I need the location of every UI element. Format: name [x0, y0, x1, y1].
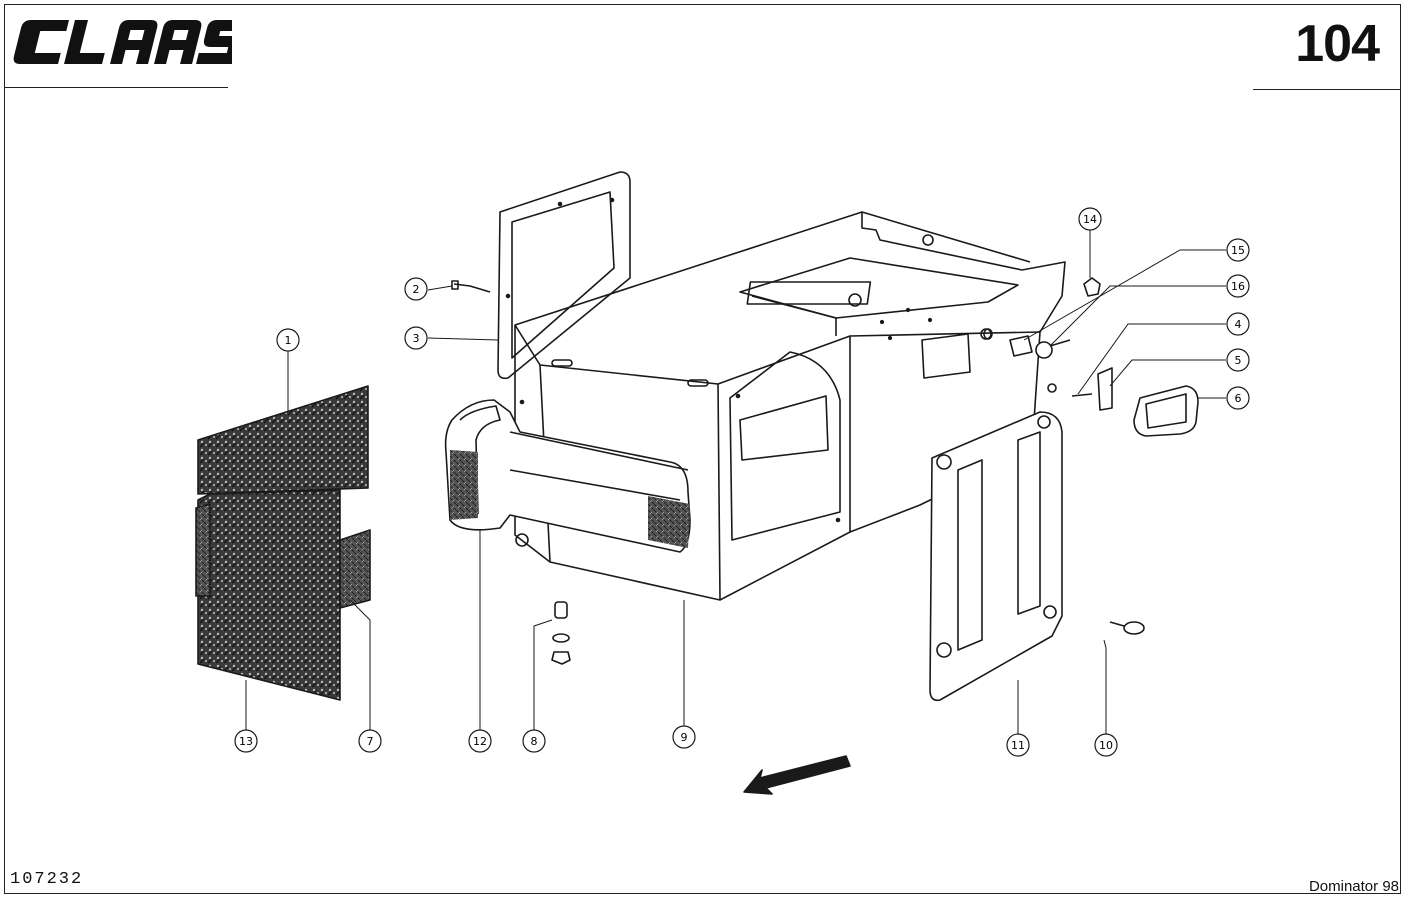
- part-8-bolt: [551, 601, 571, 665]
- callout-13: 13: [234, 729, 258, 753]
- svg-text:14: 14: [1083, 213, 1097, 226]
- part-4-screw: [1047, 383, 1093, 397]
- svg-text:10: 10: [1099, 739, 1113, 752]
- part-12-handle: [444, 399, 691, 553]
- svg-text:2: 2: [413, 283, 420, 296]
- drawing-number: 107232: [10, 870, 84, 889]
- callout-5: 5: [1226, 348, 1250, 372]
- svg-text:1: 1: [285, 334, 292, 347]
- callout-15: 15: [1226, 238, 1250, 262]
- svg-text:7: 7: [367, 735, 374, 748]
- callouts: 1 2 3 4 5 6 7 8 9 10 11 12 13 14 15 16: [234, 207, 1250, 757]
- svg-text:9: 9: [681, 731, 688, 744]
- part-5-bracket: [1097, 367, 1113, 411]
- part-9-housing: [514, 211, 1066, 601]
- callout-2: 2: [404, 277, 428, 301]
- header-rule-left: [4, 87, 228, 88]
- callout-12: 12: [468, 729, 492, 753]
- callout-9: 9: [672, 725, 696, 749]
- callout-8: 8: [522, 729, 546, 753]
- direction-arrow: [743, 755, 851, 795]
- part-11-cover-plate: [929, 411, 1063, 702]
- page-number: 104: [1295, 15, 1380, 73]
- svg-text:3: 3: [413, 332, 420, 345]
- part-6-lamp: [1133, 385, 1199, 437]
- callout-1: 1: [276, 328, 300, 352]
- model-name: Dominator 98: [1308, 878, 1399, 895]
- svg-text:8: 8: [531, 735, 538, 748]
- svg-text:13: 13: [239, 735, 253, 748]
- svg-text:5: 5: [1235, 354, 1242, 367]
- callout-14: 14: [1078, 207, 1102, 231]
- svg-text:6: 6: [1235, 392, 1242, 405]
- callout-4: 4: [1226, 312, 1250, 336]
- svg-text:16: 16: [1231, 280, 1245, 293]
- part-3-frame-panel: [497, 171, 631, 380]
- callout-10: 10: [1094, 733, 1118, 757]
- claas-logo: [13, 20, 232, 64]
- callout-11: 11: [1006, 733, 1030, 757]
- callout-16: 16: [1226, 274, 1250, 298]
- callout-3: 3: [404, 326, 428, 350]
- svg-text:15: 15: [1231, 244, 1245, 257]
- part-1-mat: [195, 385, 369, 701]
- part-15-lock: [983, 328, 1071, 359]
- header-rule-right: [1253, 89, 1401, 90]
- svg-text:4: 4: [1235, 318, 1242, 331]
- callout-7: 7: [358, 729, 382, 753]
- page-frame: [4, 4, 1401, 894]
- part-2-screw: [451, 280, 491, 293]
- callout-6: 6: [1226, 386, 1250, 410]
- part-7-mat-piece: [339, 529, 371, 609]
- part-10-screw: [1109, 621, 1145, 635]
- part-14-nut: [1083, 277, 1101, 297]
- svg-text:12: 12: [473, 735, 487, 748]
- svg-text:11: 11: [1011, 739, 1025, 752]
